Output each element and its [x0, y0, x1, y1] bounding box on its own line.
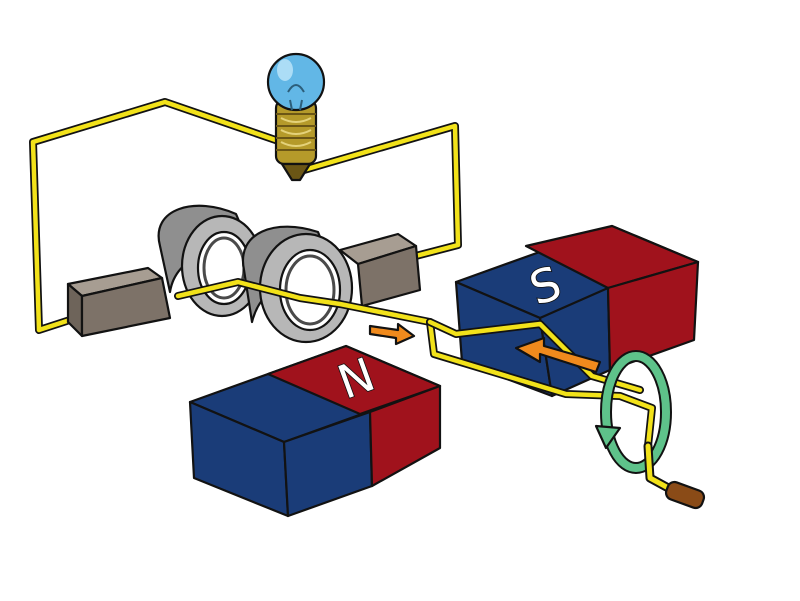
slip-ring-right: [241, 225, 354, 344]
circuit-wire: [29, 98, 462, 334]
current-direction-arrow-icon: [368, 322, 602, 374]
north-magnet: N: [188, 344, 442, 518]
left-brush: [66, 266, 172, 338]
axle-wire: [174, 278, 434, 326]
right-brush: [338, 232, 422, 308]
crank-handle-icon: [643, 441, 706, 510]
rotation-arrow-icon: [594, 350, 672, 474]
light-bulb-icon: [266, 52, 326, 182]
